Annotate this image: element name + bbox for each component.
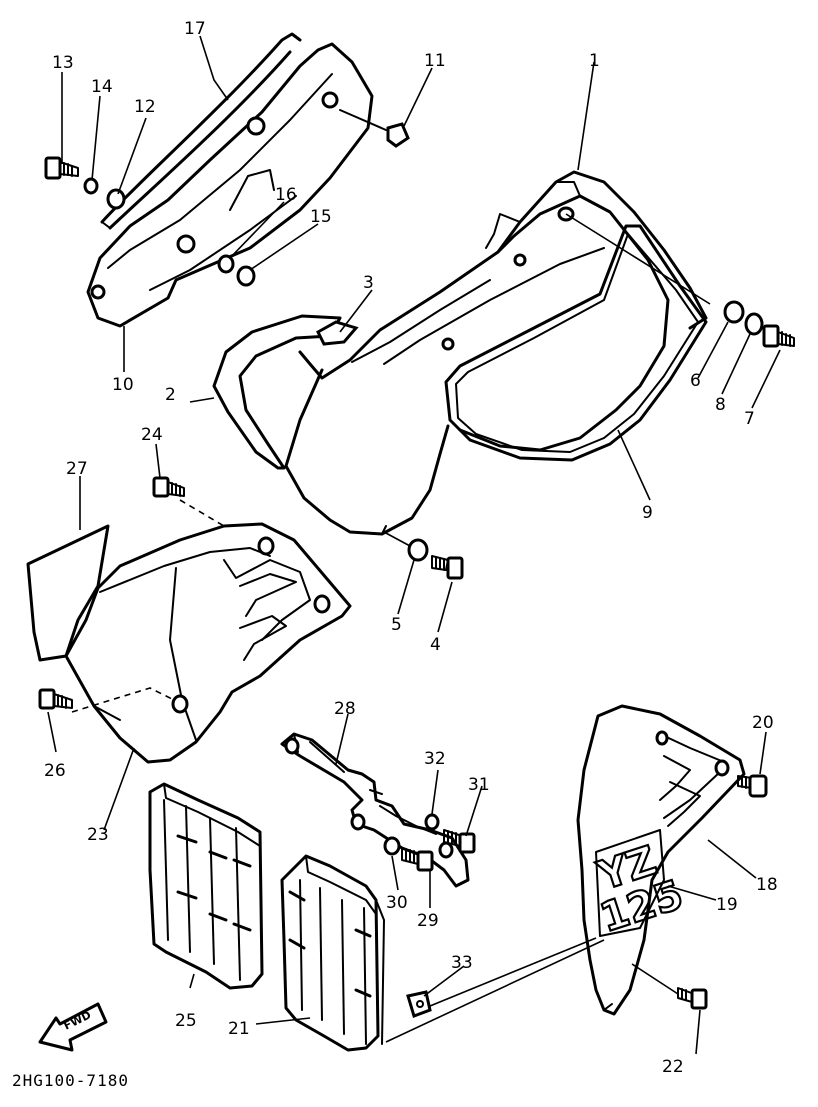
bracket-hole-icon xyxy=(321,91,339,109)
part-14-washer-icon xyxy=(83,177,99,195)
callout-28: 28 xyxy=(334,699,356,719)
part-20-bolt xyxy=(737,774,768,798)
part-27-decal xyxy=(26,524,110,662)
callout-9: 9 xyxy=(642,503,653,523)
callout-14: 14 xyxy=(91,77,113,97)
bracket-hole-icon xyxy=(176,234,196,254)
stay-hole-icon xyxy=(350,813,366,831)
part-32-washer-icon xyxy=(424,813,440,831)
callout-30: 30 xyxy=(386,893,408,913)
callout-22: 22 xyxy=(662,1057,684,1077)
callout-6: 6 xyxy=(690,371,701,391)
part-29-bolt xyxy=(401,847,434,872)
cover-hole-icon xyxy=(441,337,455,351)
part-7-bolt xyxy=(762,324,795,348)
callout-21: 21 xyxy=(228,1019,250,1039)
callout-26: 26 xyxy=(44,761,66,781)
callout-10: 10 xyxy=(112,375,134,395)
callout-11: 11 xyxy=(424,51,446,71)
callout-17: 17 xyxy=(184,19,206,39)
stay-hole-icon xyxy=(438,841,454,859)
callout-24: 24 xyxy=(141,425,163,445)
part-3-damper xyxy=(316,320,359,346)
cover-hole-icon xyxy=(513,253,527,267)
callout-numbers: 1 2 3 4 5 6 7 8 9 10 11 12 13 14 15 16 1… xyxy=(44,19,778,1077)
part-21-radiator-guard-right xyxy=(280,854,385,1052)
callout-33: 33 xyxy=(451,953,473,973)
callout-25: 25 xyxy=(175,1011,197,1031)
callout-19: 19 xyxy=(716,895,738,915)
part-26-bolt xyxy=(38,688,73,710)
callout-23: 23 xyxy=(87,825,109,845)
part-33-nut xyxy=(406,990,432,1018)
part-2-seal xyxy=(212,314,342,470)
cover-hole-icon xyxy=(655,730,669,746)
part-22-bolt xyxy=(631,963,708,1010)
callout-3: 3 xyxy=(363,273,374,293)
part-4-bolt xyxy=(431,555,464,580)
part-1-side-cover xyxy=(284,170,711,536)
stay-hole-icon xyxy=(284,737,300,755)
callout-leader-lines xyxy=(47,35,781,1055)
cover-hole-icon xyxy=(313,594,331,614)
cover-hole-icon xyxy=(714,759,730,777)
part-9-number-plate xyxy=(383,224,708,462)
callout-1: 1 xyxy=(589,51,600,71)
part-12-washer-icon xyxy=(106,188,126,210)
bracket-hole-icon xyxy=(246,116,266,136)
callout-4: 4 xyxy=(430,635,441,655)
cover-hole-icon xyxy=(257,536,275,556)
callout-18: 18 xyxy=(756,875,778,895)
fwd-label: FWD xyxy=(62,1008,94,1032)
part-24-bolt xyxy=(152,476,185,498)
part-10-side-bracket xyxy=(86,42,374,328)
cover-hole-icon xyxy=(171,694,189,714)
part-11-grommet xyxy=(339,109,410,148)
bracket-hole-icon xyxy=(90,284,106,300)
callout-16: 16 xyxy=(275,185,297,205)
part-6-washer-icon xyxy=(723,300,745,324)
callout-20: 20 xyxy=(752,713,774,733)
callout-7: 7 xyxy=(744,409,755,429)
part-17-stay-rod xyxy=(100,32,302,230)
part-16-washer-icon xyxy=(217,254,235,274)
part-18-radiator-cover-right xyxy=(576,704,746,1016)
part-23-radiator-cover-left xyxy=(64,499,352,764)
part-15-washer-icon xyxy=(236,265,256,287)
callout-31: 31 xyxy=(468,775,490,795)
callout-8: 8 xyxy=(715,395,726,415)
part-28-radiator-stay xyxy=(280,732,470,888)
callout-5: 5 xyxy=(391,615,402,635)
callout-15: 15 xyxy=(310,207,332,227)
part-5-washer-icon xyxy=(407,538,429,562)
part-25-radiator-guard-left xyxy=(148,782,264,990)
fwd-direction-arrow: FWD xyxy=(38,1002,108,1052)
part-30-washer-icon xyxy=(383,836,401,856)
callout-13: 13 xyxy=(52,53,74,73)
callout-27: 27 xyxy=(66,459,88,479)
callout-12: 12 xyxy=(134,97,156,117)
diagram-part-number: 2HG100-7180 xyxy=(12,1071,129,1090)
callout-32: 32 xyxy=(424,749,446,769)
part-13-bolt xyxy=(44,156,79,180)
part-8-washer-icon xyxy=(744,312,764,336)
callout-29: 29 xyxy=(417,911,439,931)
callout-2: 2 xyxy=(165,385,176,405)
